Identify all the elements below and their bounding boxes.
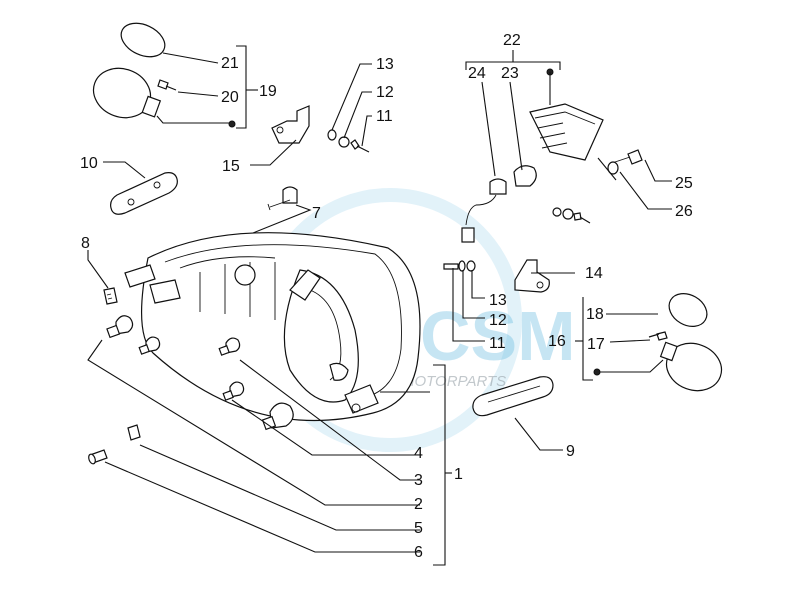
callout-6: 6 [414, 544, 423, 561]
tail-light-housing-1 [124, 232, 421, 422]
callout-21: 21 [221, 55, 239, 72]
callout-22: 22 [503, 32, 521, 49]
callout-13-top: 13 [376, 56, 394, 73]
callout-11-lower: 11 [489, 335, 506, 352]
indicator-lens-18 [668, 293, 708, 327]
clip-8 [103, 287, 118, 305]
callout-2: 2 [414, 496, 423, 513]
indicator-screw-17 [648, 331, 668, 341]
callout-12-lower: 12 [489, 312, 507, 329]
reflector-9 [472, 376, 554, 417]
leader-lines-left-top [156, 45, 258, 129]
callout-20: 20 [221, 89, 239, 106]
callout-5: 5 [414, 520, 423, 537]
callout-19: 19 [259, 83, 277, 100]
callout-1: 1 [454, 466, 463, 483]
bulb-4b [261, 402, 294, 431]
callout-18: 18 [586, 306, 604, 323]
callout-14: 14 [585, 265, 603, 282]
rear-right-indicator-assembly [648, 293, 723, 392]
bulb-3 [138, 336, 161, 355]
bulb-2 [106, 315, 134, 339]
bulb-23 [513, 165, 537, 187]
bulb-3b [222, 381, 245, 401]
callout-4: 4 [414, 445, 423, 462]
callout-25: 25 [675, 175, 693, 192]
callout-12-top: 12 [376, 84, 394, 101]
callout-3: 3 [414, 472, 423, 489]
front-left-indicator-assembly [92, 22, 177, 119]
callout-23: 23 [501, 65, 519, 82]
socket-wire-24 [461, 178, 507, 243]
callout-7: 7 [312, 205, 321, 222]
washer-26 [607, 161, 619, 175]
callout-10: 10 [80, 155, 98, 172]
indicator-mount-19 [141, 95, 162, 118]
callout-26: 26 [675, 203, 693, 220]
callout-16: 16 [548, 333, 566, 350]
callout-17: 17 [587, 336, 605, 353]
bracket-15 [271, 105, 310, 144]
watermark-logo: CSM [420, 297, 576, 375]
bulb-4 [218, 337, 241, 356]
bulb-6 [88, 449, 108, 465]
screw-7 [267, 186, 298, 211]
clip-5 [127, 424, 141, 441]
callout-24: 24 [468, 65, 486, 82]
callout-15: 15 [222, 158, 240, 175]
callout-8: 8 [81, 235, 90, 252]
screw-25 [611, 149, 643, 165]
callout-11-top: 11 [376, 108, 393, 125]
callout-9: 9 [566, 443, 575, 460]
license-light-housing-22 [529, 103, 604, 161]
indicator-mount-16 [659, 341, 678, 362]
reflector-10 [110, 172, 178, 215]
screw-set-right [552, 207, 591, 224]
indicator-lens-21 [120, 22, 166, 58]
callout-13-lower: 13 [489, 292, 507, 309]
screw-washer-set-lower [443, 260, 476, 272]
bracket-14 [514, 259, 550, 293]
watermark-subtitle: MOTORPARTS [402, 373, 506, 390]
indicator-screw-20 [157, 79, 177, 91]
indicator-body-19 [92, 67, 152, 119]
